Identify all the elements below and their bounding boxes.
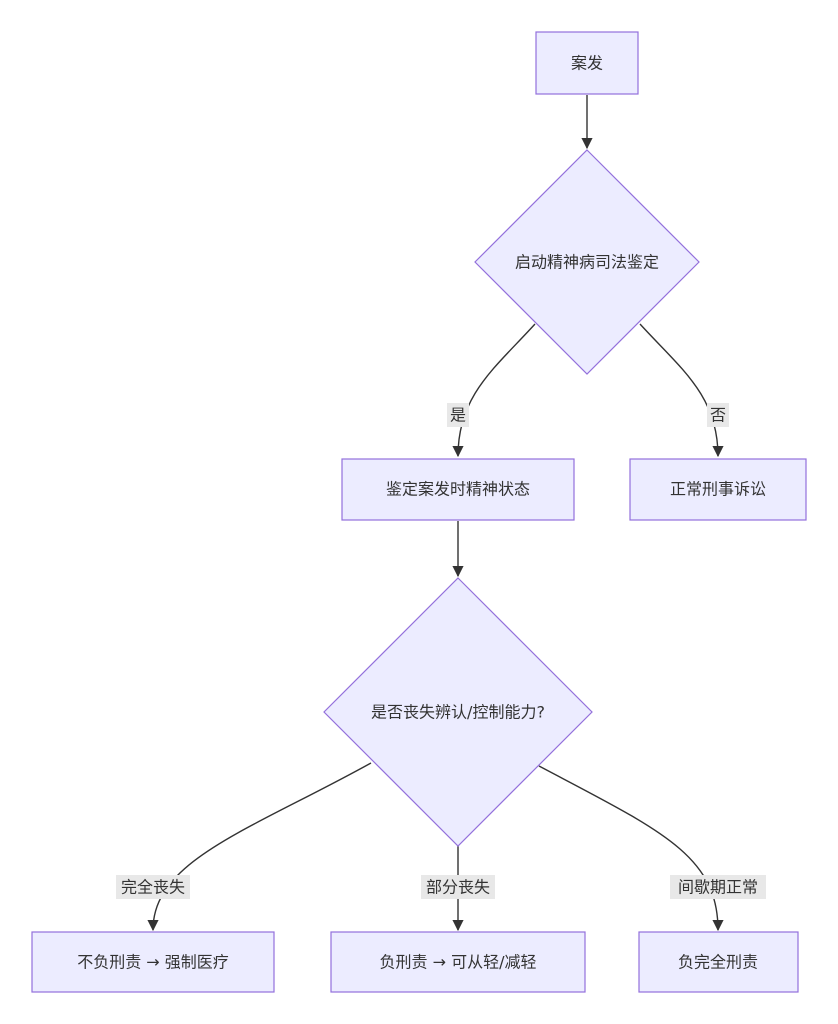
node-decision-appraisal[interactable]: 启动精神病司法鉴定 — [474, 149, 700, 375]
node-no-liability[interactable]: 不负刑责 → 强制医疗 — [31, 931, 275, 993]
edge-label-yes-text: 是 — [450, 406, 466, 425]
node-no-liability-label: 不负刑责 → 强制医疗 — [77, 953, 229, 972]
edge-label-complete-loss-text: 完全丧失 — [121, 878, 185, 897]
node-full-liability-label: 负完全刑责 — [678, 953, 758, 972]
edge-label-partial-loss: 部分丧失 — [421, 875, 495, 899]
node-decision-appraisal-label: 启动精神病司法鉴定 — [515, 253, 659, 272]
node-decision-capacity[interactable]: 是否丧失辨认/控制能力? — [323, 577, 593, 847]
node-normal-trial[interactable]: 正常刑事诉讼 — [629, 458, 807, 521]
edge-labels: 是 否 完全丧失 部分丧失 间歇期正常 — [116, 403, 766, 899]
edge-label-no-text: 否 — [710, 406, 726, 425]
edge-capacity-intermittent — [538, 765, 724, 932]
edge-appraisal-yes — [452, 323, 536, 458]
node-full-liability[interactable]: 负完全刑责 — [638, 931, 799, 993]
edge-label-no: 否 — [707, 403, 729, 427]
edge-label-yes: 是 — [447, 403, 469, 427]
edge-label-partial-loss-text: 部分丧失 — [426, 878, 490, 897]
nodes: 案发 启动精神病司法鉴定 鉴定案发时精神状态 正常刑事诉讼 是否丧失辨认/控制能… — [31, 31, 807, 993]
node-reduced-liability-label: 负刑责 → 可从轻/减轻 — [380, 953, 537, 972]
edge-label-intermittent-text: 间歇期正常 — [678, 878, 758, 897]
node-start[interactable]: 案发 — [535, 31, 639, 95]
node-assess-state-label: 鉴定案发时精神状态 — [386, 480, 530, 499]
node-start-label: 案发 — [571, 54, 603, 73]
edge-appraisal-no — [639, 323, 724, 458]
edge-capacity-complete — [147, 762, 372, 932]
edge-label-complete-loss: 完全丧失 — [116, 875, 190, 899]
edge-label-intermittent: 间歇期正常 — [670, 875, 766, 899]
node-assess-state[interactable]: 鉴定案发时精神状态 — [341, 458, 575, 521]
node-normal-trial-label: 正常刑事诉讼 — [670, 480, 766, 499]
node-reduced-liability[interactable]: 负刑责 → 可从轻/减轻 — [330, 931, 586, 993]
node-decision-capacity-label: 是否丧失辨认/控制能力? — [371, 703, 545, 722]
